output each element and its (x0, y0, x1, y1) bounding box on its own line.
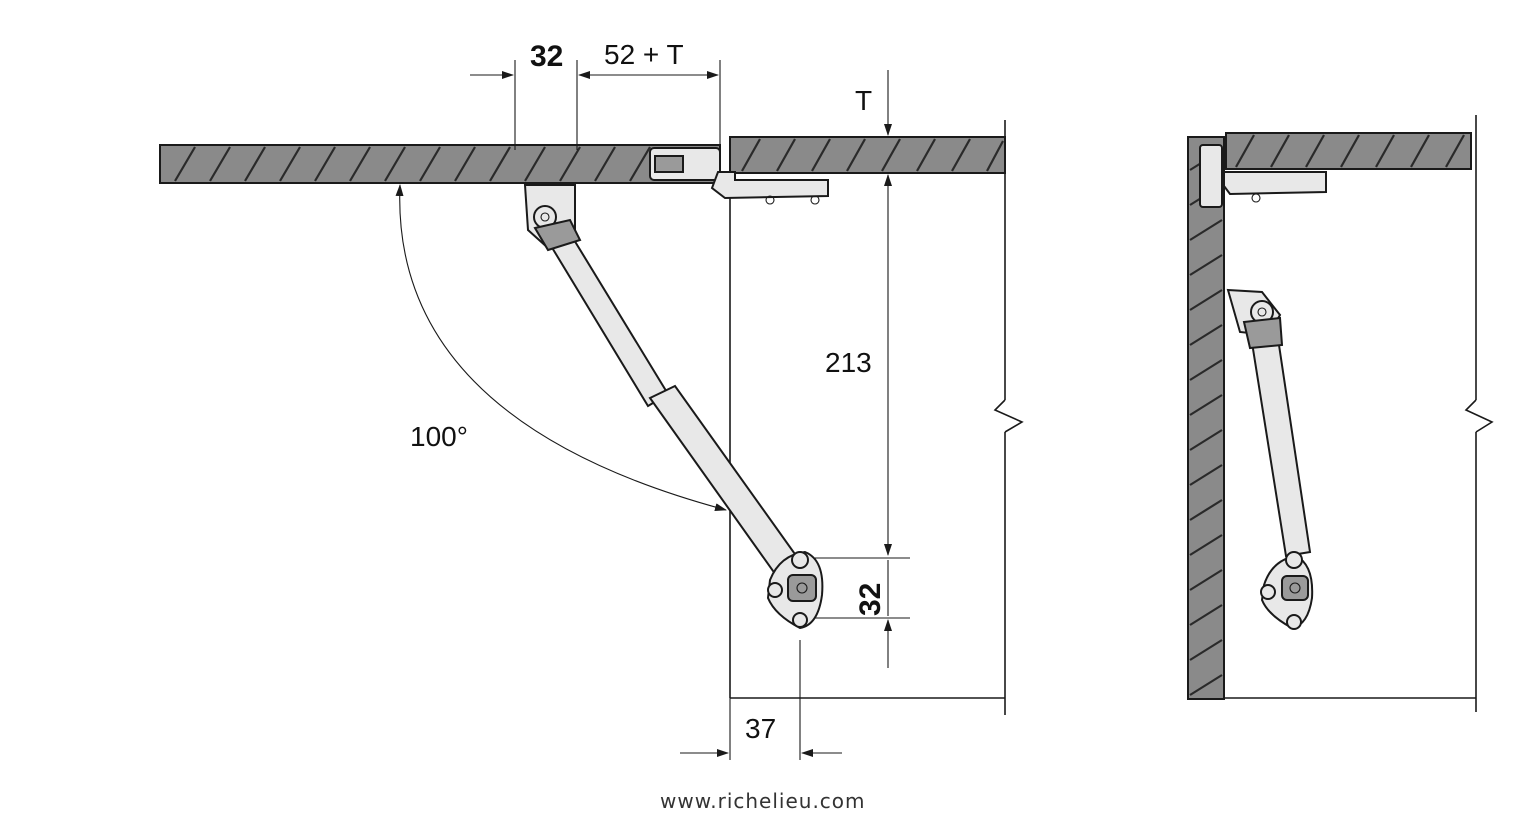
bottom-bracket-dimension: 32 (815, 557, 910, 668)
cabinet-top-panel (729, 136, 1006, 174)
dim-thickness: T (855, 85, 872, 116)
dim-top-bracket-spacing: 32 (530, 40, 563, 73)
height-dimension: 213 (825, 174, 892, 556)
side-panel (1187, 136, 1225, 700)
dim-height: 213 (825, 347, 872, 378)
dim-bottom-bracket-spacing: 32 (854, 583, 887, 616)
cabinet-bracket (766, 550, 824, 630)
thickness-dimension: T (855, 70, 892, 136)
side-offset-dimension: 37 (680, 640, 842, 760)
top-dimensions: 32 52 + T (470, 39, 721, 150)
cabinet-top-panel-right (1225, 132, 1472, 170)
dim-offset: 52 + T (604, 39, 684, 70)
cabinet-outline (729, 120, 1024, 715)
closed-lid-view (1187, 115, 1494, 712)
cabinet-bracket-right (1260, 551, 1314, 630)
hinge (649, 147, 829, 205)
dim-angle: 100° (410, 421, 468, 452)
hinge-right (1199, 144, 1327, 208)
footer-url: www.richelieu.com (660, 789, 866, 813)
gas-strut (533, 218, 814, 594)
cabinet-outline-right (1224, 115, 1494, 712)
gas-strut-right (1242, 316, 1312, 558)
open-lid-view: 32 52 + T T 213 32 37 (159, 39, 1024, 760)
lid-panel (159, 144, 721, 184)
dim-side-offset: 37 (745, 713, 776, 744)
opening-angle: 100° (395, 184, 727, 512)
